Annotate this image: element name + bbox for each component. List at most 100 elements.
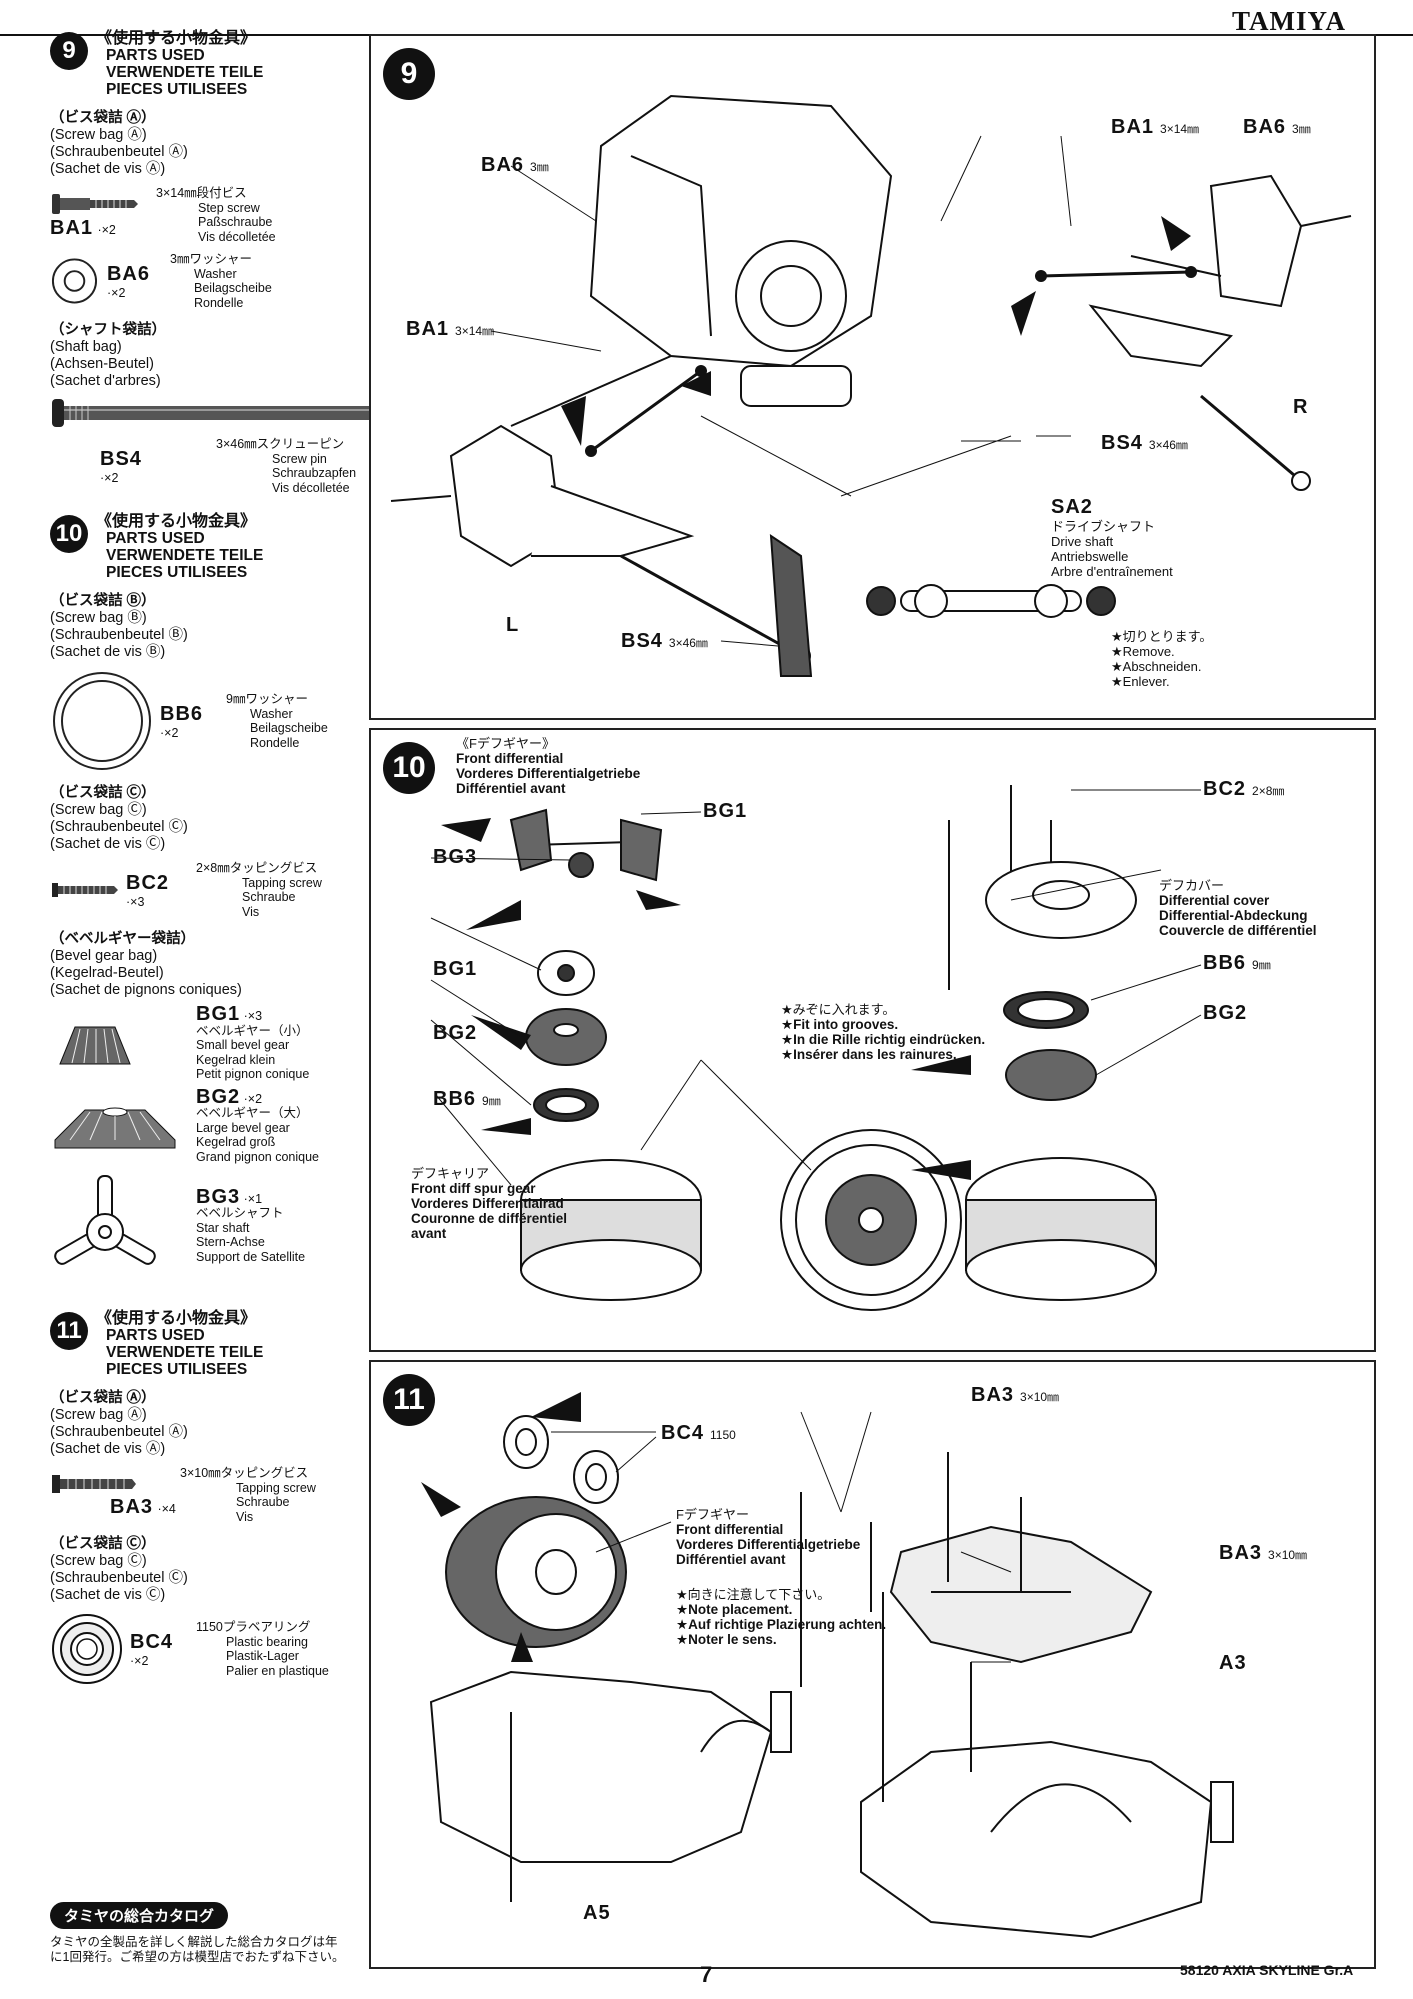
bs4-de: Schraubzapfen xyxy=(272,466,357,480)
spur-fr2: avant xyxy=(411,1226,447,1241)
bg3-en: Star shaft xyxy=(196,1220,250,1235)
step11-header-jp: 《使用する小物金具》 xyxy=(96,1310,257,1327)
bb6-fr: Rondelle xyxy=(250,735,300,750)
step11-header-de: VERWENDETE TEILE xyxy=(106,1344,264,1361)
bag-en: (Screw bag Ⓒ) xyxy=(50,802,147,818)
page-number: 7 xyxy=(700,1962,713,1987)
bag-de: (Achsen-Beutel) xyxy=(50,356,154,372)
bs4-code: BS4 xyxy=(100,447,142,470)
placement-note: ★向きに注意して下さい。 ★Note placement. ★Auf richt… xyxy=(676,1587,886,1647)
bg1-code: BG1 xyxy=(196,1003,241,1025)
bs4-code: BS4 xyxy=(1101,432,1143,454)
step11-header-en: PARTS USED xyxy=(106,1327,205,1344)
bag-de: (Schraubenbeutel Ⓒ) xyxy=(50,1570,188,1586)
step10-header-en: PARTS USED xyxy=(106,530,205,547)
bg1-de: Kegelrad klein xyxy=(196,1052,276,1067)
tapping-screw-icon xyxy=(52,883,118,897)
grooves-en: ★Fit into grooves. xyxy=(781,1017,899,1032)
step9-header-en: PARTS USED xyxy=(106,47,205,64)
step9-bag-a: （ビス袋詰 Ⓐ） (Screw bag Ⓐ) (Schraubenbeutel … xyxy=(50,110,370,178)
bc4-qty: ·×2 xyxy=(130,1653,149,1668)
ba6-de: Beilagscheibe xyxy=(194,281,272,295)
bg1-qty: ·×3 xyxy=(243,1009,263,1023)
ba3-qty: ·×4 xyxy=(157,1501,176,1516)
bag-jp: （ビス袋詰 Ⓐ） xyxy=(50,110,156,126)
label-bg1: BG1 xyxy=(433,958,478,980)
step10-bevel-bag: （ベベルギヤー袋詰） (Bevel gear bag) (Kegelrad-Be… xyxy=(50,931,370,999)
bc2-code: BC2 xyxy=(126,871,170,894)
note-en: ★Note placement. xyxy=(676,1602,793,1617)
bg3-jp: ベベルシャフト xyxy=(196,1206,284,1221)
step11-number: 11 xyxy=(50,1312,88,1350)
fdiff-jp: Fデフギヤー xyxy=(676,1507,749,1522)
note-de: ★Auf richtige Plazierung achten. xyxy=(676,1617,887,1632)
bs4-jp: 3×46㎜スクリューピン xyxy=(216,437,345,451)
bs4-qty: ·×2 xyxy=(100,470,119,485)
label-bb6: BB6 9㎜ xyxy=(433,1088,501,1111)
bag-en: (Shaft bag) xyxy=(50,339,122,355)
bag-de: (Schraubenbeutel Ⓐ) xyxy=(50,1424,188,1440)
bg2-qty: ·×2 xyxy=(243,1091,263,1106)
ba6-size: 3㎜ xyxy=(1292,122,1311,136)
note-jp: ★向きに注意して下さい。 xyxy=(676,1587,831,1602)
ba6-code: BA6 xyxy=(481,154,525,176)
bag-fr: (Sachet de vis Ⓐ) xyxy=(50,161,166,177)
bg1-fr: Petit pignon conique xyxy=(196,1067,310,1081)
bb6-size: 9㎜ xyxy=(482,1094,501,1108)
large-washer-icon xyxy=(53,672,151,770)
bb6-code: BB6 xyxy=(433,1088,477,1110)
fdiff-label: Fデフギヤー Front differential Vorderes Diffe… xyxy=(676,1507,860,1567)
step11-bag-c: （ビス袋詰 Ⓒ） (Screw bag Ⓒ) (Schraubenbeutel … xyxy=(50,1536,370,1604)
bag-fr: (Sachet de vis Ⓒ) xyxy=(50,836,166,852)
ba3-size: 3×10㎜ xyxy=(1020,1390,1060,1404)
bb6-jp: 9㎜ワッシャー xyxy=(226,692,308,706)
note-fr: ★Noter le sens. xyxy=(676,1632,777,1647)
spur-en: Front diff spur gear xyxy=(411,1181,536,1196)
sidebar-step10: 10 《使用する小物金具》 PARTS USED VERWENDETE TEIL… xyxy=(50,513,370,1282)
spur-fr: Couronne de différentiel xyxy=(411,1211,568,1226)
bc4-fr: Palier en plastique xyxy=(226,1663,329,1678)
sidebar-step11: 11 《使用する小物金具》 PARTS USED VERWENDETE TEIL… xyxy=(50,1310,370,1686)
step9-header-fr: PIECES UTILISEES xyxy=(106,81,248,98)
step11-header: 11 《使用する小物金具》 PARTS USED VERWENDETE TEIL… xyxy=(50,1310,370,1378)
part-bg2: BG2 ·×2 ベベルギヤー（大） Large bevel gear Kegel… xyxy=(50,1087,370,1165)
step10-panel-number: 10 xyxy=(383,742,435,794)
ba3-code: BA3 xyxy=(110,1495,154,1518)
sidebar: 9 《使用する小物金具》 PARTS USED VERWENDETE TEILE… xyxy=(50,30,386,1700)
bag-jp: （ビス袋詰 Ⓒ） xyxy=(50,1536,156,1552)
bb6-en: Washer xyxy=(250,706,293,721)
label-a3: A3 xyxy=(1219,1652,1247,1674)
ba1-qty: ·×2 xyxy=(97,222,116,237)
bag-jp: （ビス袋詰 Ⓒ） xyxy=(50,785,156,801)
step9-header: 9 《使用する小物金具》 PARTS USED VERWENDETE TEILE… xyxy=(50,30,370,98)
bs4-en: Screw pin xyxy=(272,451,327,466)
catalog-note: タミヤの総合カタログ タミヤの全製品を詳しく解説した総合カタログは年 に1回発行… xyxy=(50,1902,350,1965)
bc4-code: BC4 xyxy=(130,1630,174,1653)
bc2-qty: ·×3 xyxy=(126,894,145,909)
ba3-de: Schraube xyxy=(236,1495,290,1509)
spur-jp: デフキャリア xyxy=(411,1166,490,1181)
bag-fr: (Sachet de vis Ⓐ) xyxy=(50,1441,166,1457)
ba1-code: BA1 xyxy=(1111,116,1155,138)
bc4-jp: 1150プラベアリング xyxy=(196,1620,311,1634)
step9-illustration xyxy=(390,94,1352,677)
catalog-text-1: タミヤの全製品を詳しく解説した総合カタログは年 xyxy=(50,1935,338,1949)
bs4-fr: Vis décolletée xyxy=(272,480,350,495)
ba1-code: BA1 xyxy=(406,318,450,340)
bg2-en: Large bevel gear xyxy=(196,1120,290,1135)
bb6-qty: ·×2 xyxy=(160,725,179,740)
bc4-en: Plastic bearing xyxy=(226,1634,308,1649)
bc2-de: Schraube xyxy=(242,890,296,904)
part-bs4: BS4 ·×2 3×46㎜スクリューピン Screw pin Schraubza… xyxy=(50,437,370,495)
bg3-code: BG3 xyxy=(196,1185,241,1208)
bs4-size: 3×46㎜ xyxy=(1148,438,1188,452)
label-l: L xyxy=(506,614,520,636)
step10-header: 10 《使用する小物金具》 PARTS USED VERWENDETE TEIL… xyxy=(50,513,370,581)
bag-en: (Bevel gear bag) xyxy=(50,948,158,964)
ba1-en: Step screw xyxy=(198,200,260,215)
screw-pin-icon xyxy=(52,399,386,427)
bag-en: (Screw bag Ⓒ) xyxy=(50,1553,147,1569)
